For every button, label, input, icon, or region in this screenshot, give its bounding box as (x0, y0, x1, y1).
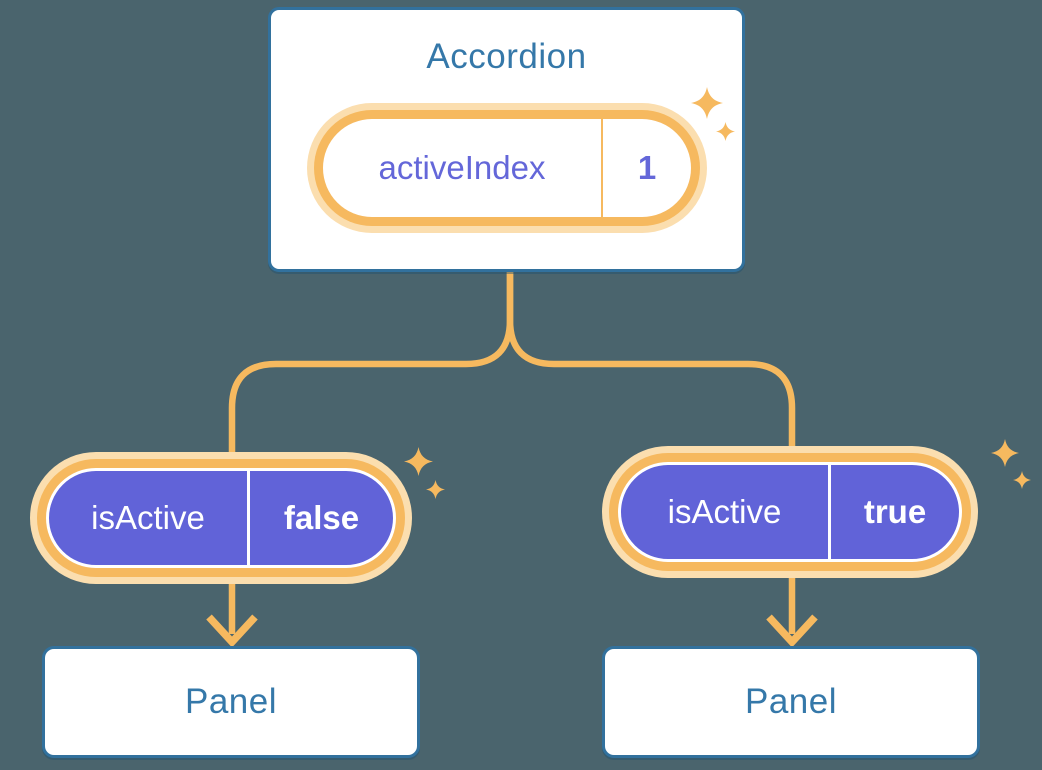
prop-pill-isactive-true: isActive true (602, 446, 978, 578)
pill-divider (247, 471, 250, 565)
panel-card-left: Panel (42, 646, 420, 758)
pill-ring: isActive true (609, 453, 971, 571)
sparkle-star-icon (716, 122, 735, 141)
prop-name: isActive (91, 499, 205, 536)
sparkle-star-icon (426, 480, 445, 499)
sparkle-star-icon (404, 447, 433, 476)
prop-value: false (283, 499, 360, 536)
sparkle-star-icon (1013, 471, 1031, 489)
prop-name: isActive (667, 493, 782, 530)
state-name: activeIndex (378, 149, 546, 186)
prop-pill-isactive-false: isActive false (30, 452, 412, 584)
accordion-component-card: Accordion activeIndex 1 (268, 7, 745, 272)
component-title: Accordion (426, 37, 587, 76)
arrow-down-icon (206, 614, 258, 648)
arrow-down-icon (766, 614, 818, 648)
prop-value: true (863, 493, 927, 530)
state-pill-activeindex: activeIndex 1 (307, 103, 707, 233)
state-value: 1 (637, 149, 657, 186)
pill-ring: activeIndex 1 (314, 110, 700, 226)
pill-divider (828, 465, 831, 559)
branch-line-left (228, 271, 514, 634)
panel-title: Panel (744, 682, 838, 721)
pill-divider (601, 119, 603, 217)
pill-ring: isActive false (37, 459, 405, 577)
panel-card-right: Panel (602, 646, 980, 758)
sparkle-star-icon (691, 87, 723, 119)
branch-line-right (506, 271, 796, 634)
sparkle-star-icon (991, 439, 1019, 467)
panel-title: Panel (184, 682, 278, 721)
